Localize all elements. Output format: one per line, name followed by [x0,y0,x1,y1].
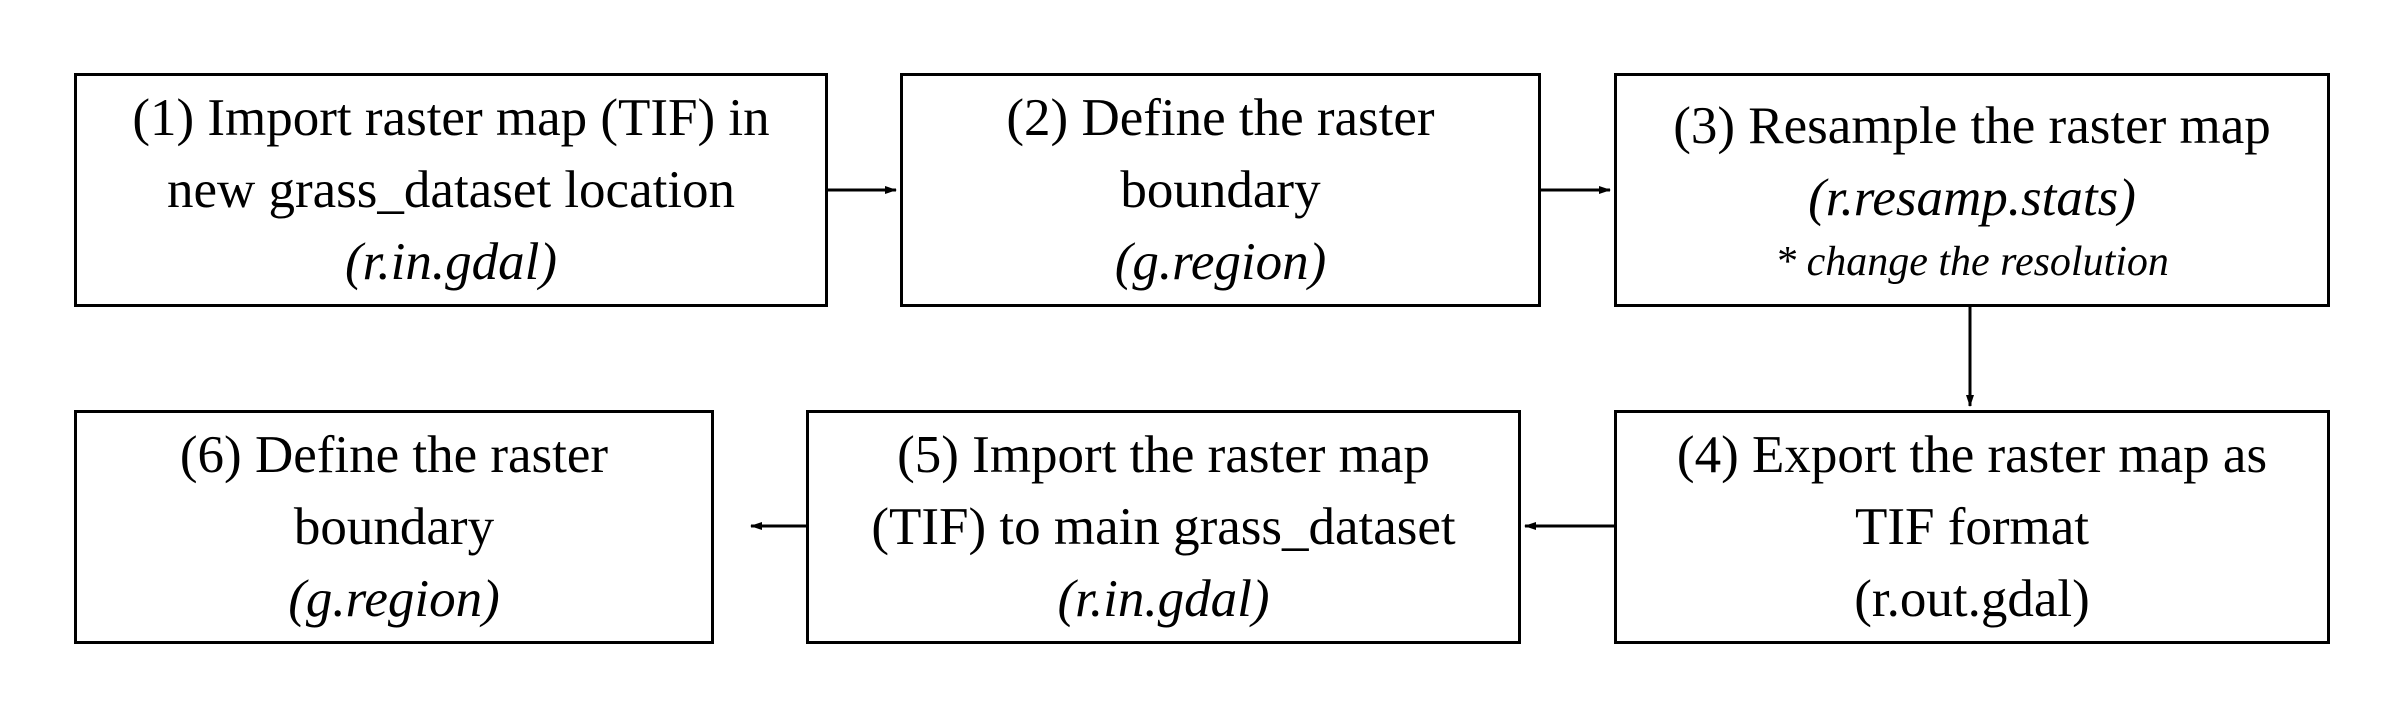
step-6-line-1: (6) Define the raster [179,426,609,484]
step-6-box: (6) Define the raster boundary (g.region… [74,410,714,644]
step-5-line-1: (5) Import the raster map [897,426,1430,484]
step-1-line-1: (1) Import raster map (TIF) in [132,89,770,147]
step-2-line-2: boundary [1120,161,1321,219]
step-5-command: (r.in.gdal) [1057,570,1270,628]
step-3-command: (r.resamp.stats) [1808,169,2136,227]
step-5-box: (5) Import the raster map (TIF) to main … [806,410,1521,644]
step-2-command: (g.region) [1114,233,1327,291]
step-6-line-2: boundary [293,498,495,556]
step-3-note: * change the resolution [1775,239,2169,285]
step-1-line-2: new grass_dataset location [166,161,736,219]
step-4-command: (r.out.gdal) [1854,570,2090,628]
step-3-box: (3) Resample the raster map (r.resamp.st… [1614,73,2330,307]
step-3-line-1: (3) Resample the raster map [1673,97,2271,155]
step-2-line-1: (2) Define the raster [1006,89,1435,147]
step-4-line-1: (4) Export the raster map as [1676,426,2268,484]
step-2-box: (2) Define the raster boundary (g.region… [900,73,1541,307]
step-4-box: (4) Export the raster map as TIF format … [1614,410,2330,644]
step-1-box: (1) Import raster map (TIF) in new grass… [74,73,828,307]
step-5-line-2: (TIF) to main grass_dataset [871,498,1456,556]
step-6-command: (g.region) [288,570,500,628]
step-4-line-2: TIF format [1854,498,2090,556]
step-1-command: (r.in.gdal) [345,233,557,291]
